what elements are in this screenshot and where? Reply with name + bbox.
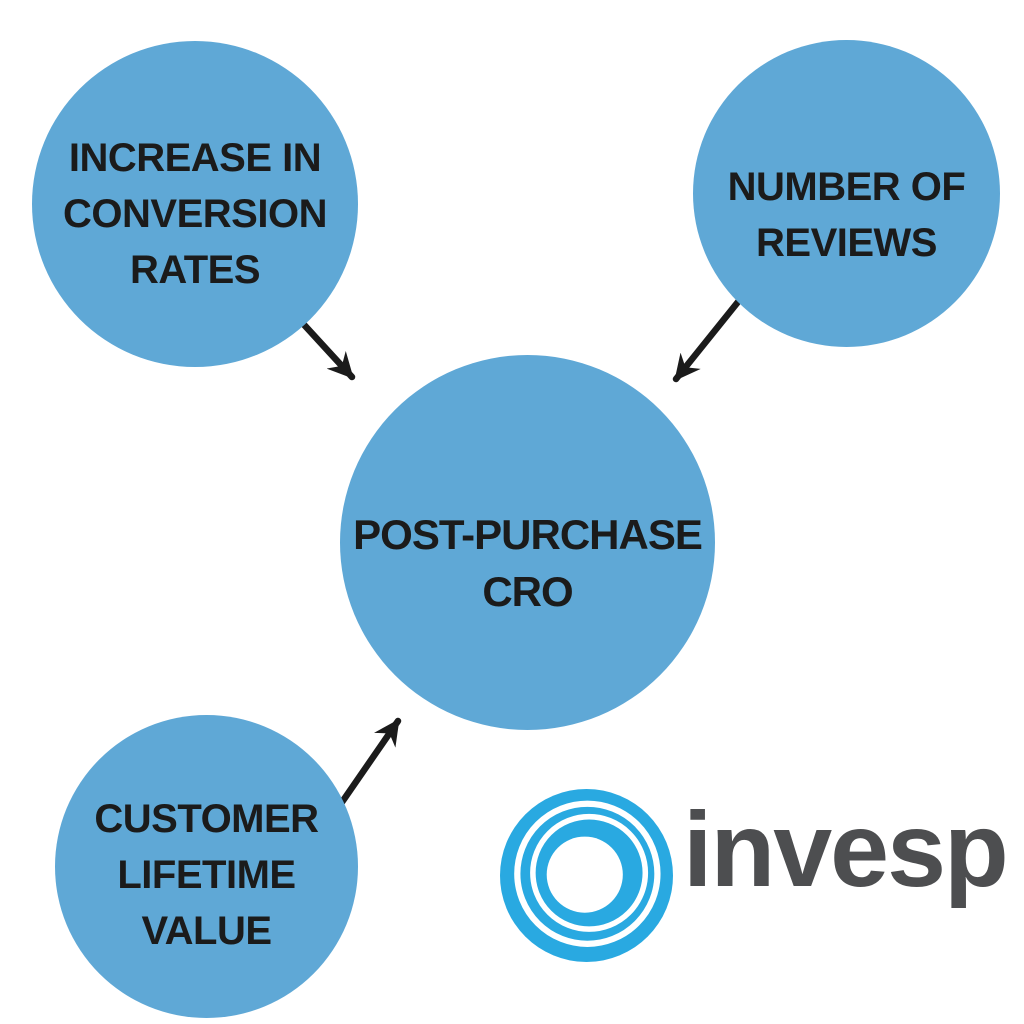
invesp-logo-wordmark: invesp [683, 791, 1009, 909]
node-increase-conversion-rates: INCREASE IN CONVERSION RATES [32, 41, 358, 367]
node-label-line: RATES [129, 248, 261, 292]
node-customer-lifetime-value: CUSTOMER LIFETIME VALUE [55, 715, 358, 1018]
invesp-swirl-icon [500, 789, 673, 962]
node-label-line: CRO [482, 567, 573, 615]
node-label-line: POST-PURCHASE [353, 510, 703, 558]
node-customer-lifetime-value-label: CUSTOMER LIFETIME VALUE [94, 791, 319, 959]
node-increase-conversion-rates-label: INCREASE IN CONVERSION RATES [63, 130, 327, 298]
invesp-logo: invesp [500, 789, 1009, 962]
node-label-line: INCREASE IN [68, 136, 322, 180]
node-label-line: LIFETIME [117, 852, 296, 897]
node-number-of-reviews: NUMBER OF REVIEWS [693, 40, 1000, 347]
node-label-line: REVIEWS [756, 220, 937, 265]
node-label-line: CUSTOMER [94, 796, 319, 841]
node-number-of-reviews-label: NUMBER OF REVIEWS [728, 159, 966, 271]
node-label-line: CONVERSION [63, 192, 327, 236]
node-post-purchase-cro-label: POST-PURCHASE CRO [353, 506, 703, 620]
node-label-line: NUMBER OF [727, 164, 966, 209]
node-post-purchase-cro: POST-PURCHASE CRO [340, 355, 715, 730]
node-label-line: VALUE [141, 908, 272, 953]
